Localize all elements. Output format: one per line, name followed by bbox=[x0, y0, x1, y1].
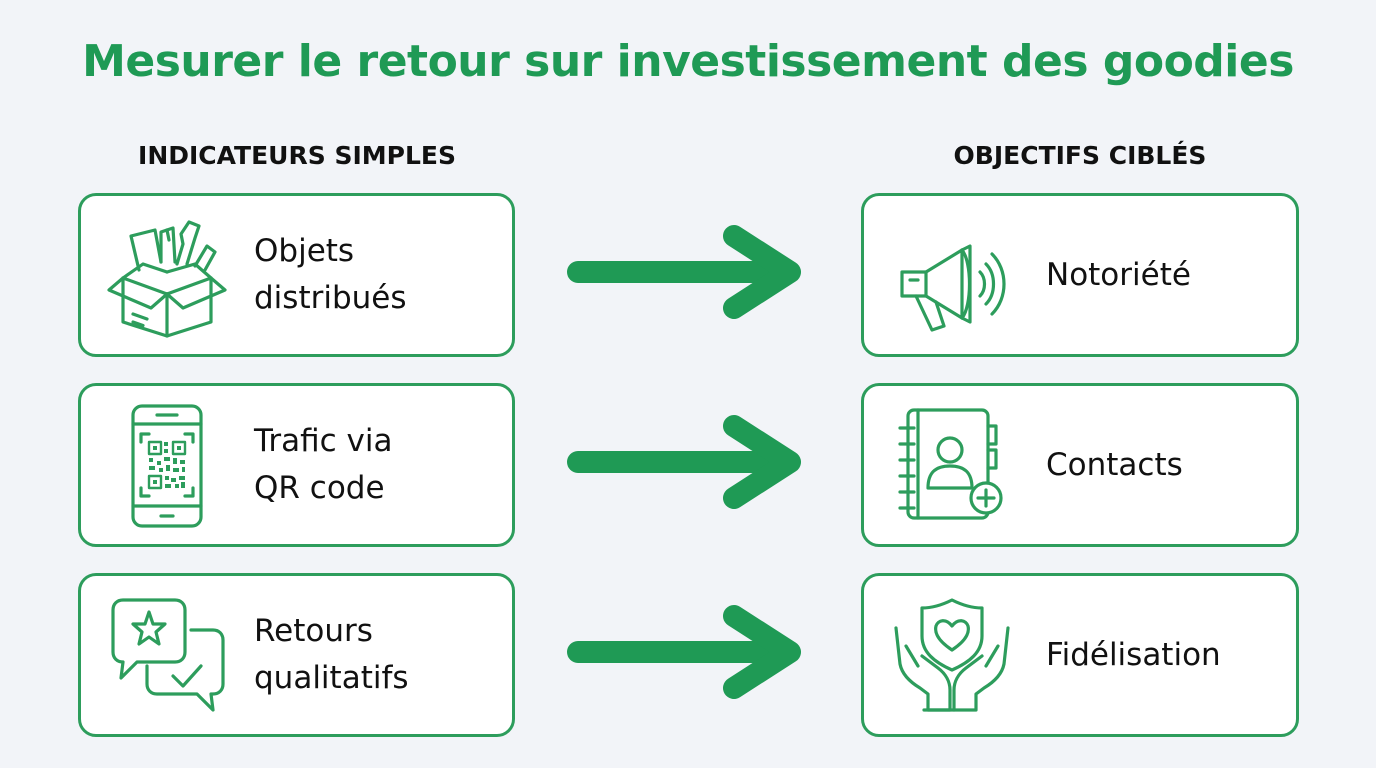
indicator-label: Objets distribués bbox=[254, 233, 407, 316]
indicator-card-objets-distribues: Objets distribués bbox=[78, 193, 515, 357]
objective-card-contacts: Contacts bbox=[861, 383, 1299, 547]
indicator-card-trafic-qr: Trafic via QR code bbox=[78, 383, 515, 547]
gift-box-icon bbox=[103, 210, 233, 340]
indicators-heading: INDICATEURS SIMPLES bbox=[138, 141, 456, 170]
objective-card-fidelisation: Fidélisation bbox=[861, 573, 1299, 737]
objectives-heading: OBJECTIFS CIBLÉS bbox=[953, 141, 1207, 170]
indicator-label: Trafic via QR code bbox=[254, 423, 393, 506]
feedback-chat-icon bbox=[103, 590, 233, 720]
indicator-label: Retours qualitatifs bbox=[254, 613, 409, 696]
contact-book-icon bbox=[888, 400, 1018, 530]
megaphone-icon bbox=[888, 210, 1018, 340]
objective-card-notoriete: Notoriété bbox=[861, 193, 1299, 357]
indicator-card-retours-qualitatifs: Retours qualitatifs bbox=[78, 573, 515, 737]
arrow-right-icon bbox=[562, 602, 812, 702]
hands-heart-shield-icon bbox=[888, 590, 1018, 720]
objective-label: Contacts bbox=[1046, 446, 1183, 483]
objective-label: Fidélisation bbox=[1046, 636, 1221, 673]
page-title: Mesurer le retour sur investissement des… bbox=[82, 36, 1294, 87]
arrow-right-icon bbox=[562, 412, 812, 512]
arrow-right-icon bbox=[562, 222, 812, 322]
smartphone-qr-icon bbox=[103, 400, 233, 530]
objective-label: Notoriété bbox=[1046, 256, 1191, 293]
